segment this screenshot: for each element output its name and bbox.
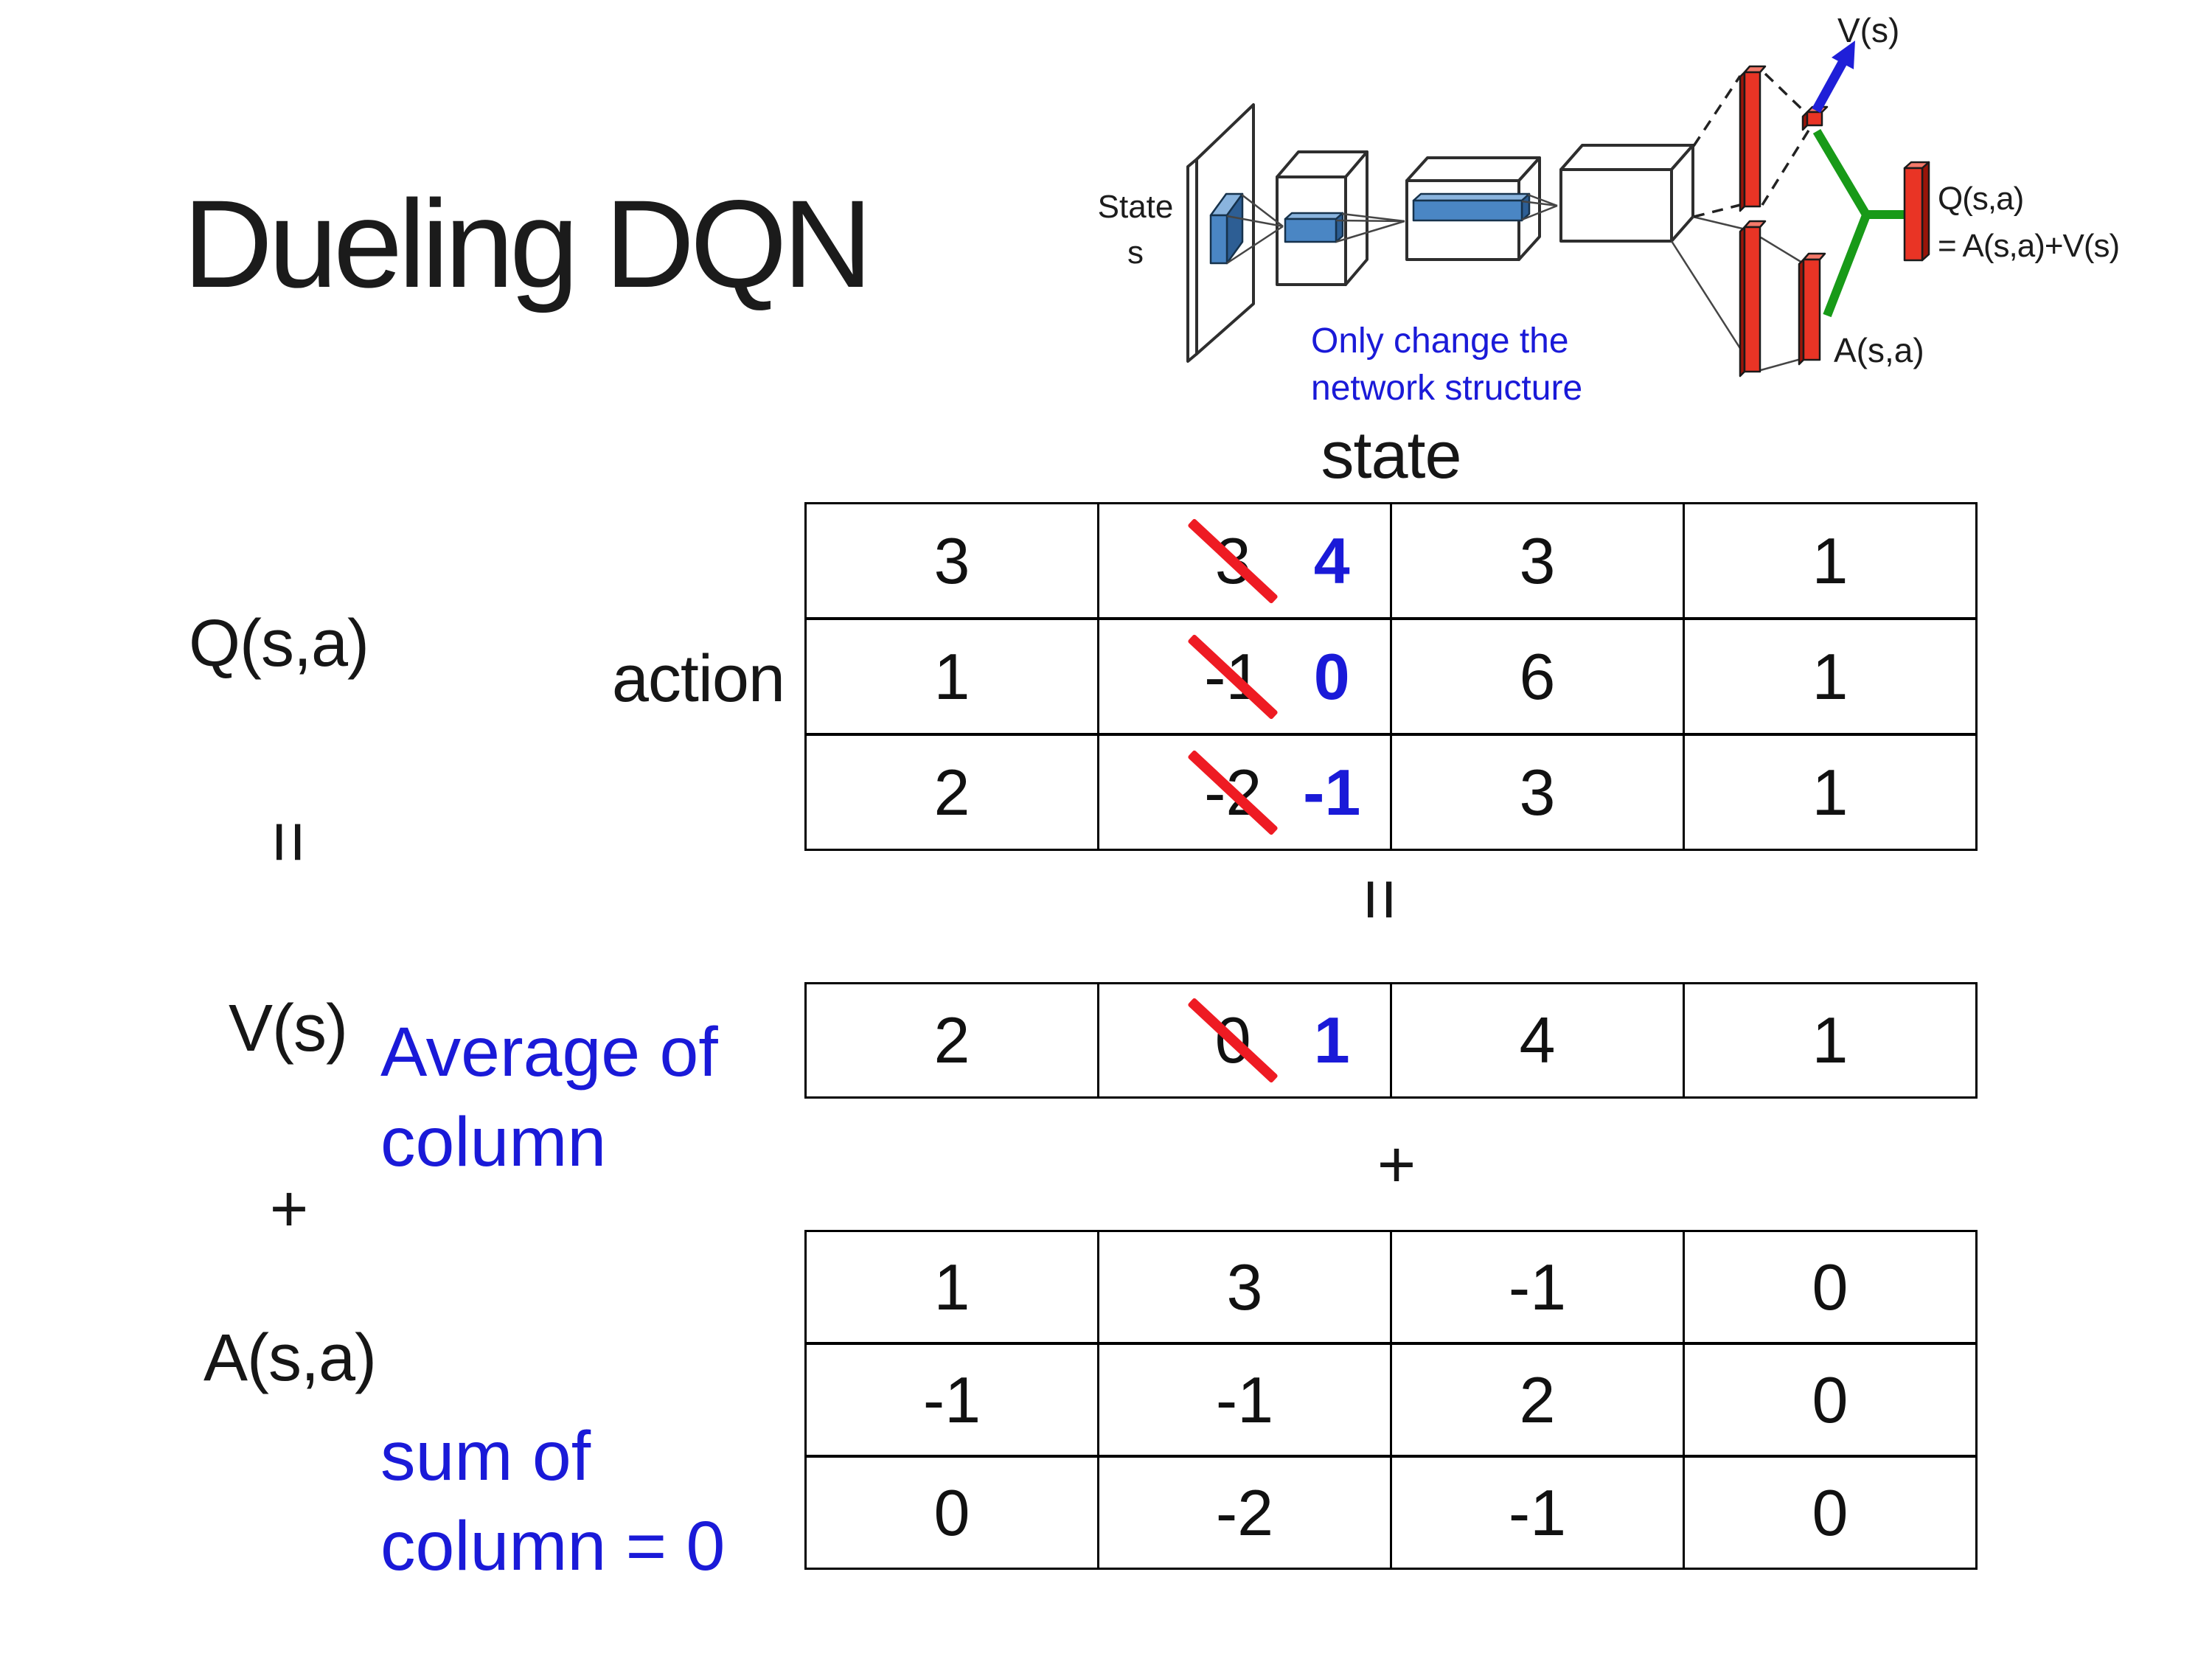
- v-cell-c1-new-value: 1: [1313, 1004, 1350, 1077]
- diagram-q-output-label: Q(s,a) = A(s,a)+V(s): [1938, 175, 2120, 270]
- q-matrix-label: Q(s,a): [189, 607, 369, 681]
- diagram-q-line2: = A(s,a)+V(s): [1938, 227, 2120, 264]
- a-cell-r2c1: -2: [1097, 1458, 1390, 1568]
- fc-bar-bottom: [1739, 220, 1767, 378]
- diagram-state-input-label: State s: [1068, 184, 1203, 276]
- page-title: Dueling DQN: [183, 174, 873, 313]
- q-cell-r2c1-new-value: -1: [1303, 755, 1361, 829]
- equals-sign-left: =: [248, 820, 331, 864]
- q-cell-r0c0: 3: [933, 524, 970, 597]
- diagram-a-output-label: A(s,a): [1834, 331, 1924, 369]
- sum-note-line1: sum of: [380, 1417, 591, 1495]
- action-axis-label: action: [611, 642, 785, 716]
- a-cell-r1c1: -1: [1097, 1345, 1390, 1455]
- diagram-note-line2: network structure: [1311, 368, 1583, 408]
- diagram-q-line1: Q(s,a): [1938, 181, 2024, 217]
- q-cell-r2c3: 1: [1683, 736, 1975, 849]
- q-cell-r1c1-new-value: 0: [1313, 639, 1350, 713]
- q-cell-r0c1-corrected: 3 4: [1097, 504, 1390, 617]
- v-cell-c3: 1: [1683, 984, 1975, 1096]
- q-table-row-2: 2 -2 -1 3 1: [807, 733, 1975, 849]
- v-table-row-0: 2 0 1 4 1: [807, 984, 1975, 1096]
- advantage-node-bar: [1798, 252, 1826, 366]
- diagram-blue-note: Only change the network structure: [1311, 318, 1582, 412]
- a-cell-r1c0: -1: [922, 1363, 981, 1436]
- equals-sign-center: =: [1339, 877, 1422, 922]
- value-node-box: [1801, 105, 1829, 131]
- v-cell-c1-corrected: 0 1: [1097, 984, 1390, 1096]
- a-cell-r0c0: 1: [933, 1250, 970, 1324]
- a-cell-r0c3: 0: [1683, 1232, 1975, 1342]
- advantage-table: 1 3 -1 0 -1 -1 2 0 0 -2 -1 0: [804, 1230, 1978, 1570]
- a-cell-r1c2: 2: [1390, 1345, 1683, 1455]
- conv-box-2: [1405, 156, 1541, 261]
- v-output-arrow-icon: [1812, 41, 1855, 114]
- q-cell-r0c1-new-value: 4: [1313, 524, 1350, 597]
- avg-note-line1: Average of: [380, 1013, 718, 1091]
- feature-slab-long: [1412, 192, 1531, 222]
- a-cell-r0c1: 3: [1097, 1232, 1390, 1342]
- feature-slab-input: [1209, 192, 1244, 265]
- q-output-bar: [1903, 161, 1930, 262]
- q-cell-r1c3: 1: [1683, 620, 1975, 733]
- avg-note-line2: column: [380, 1102, 607, 1181]
- plus-sign-center: +: [1377, 1127, 1416, 1202]
- q-cell-r2c0: 2: [933, 755, 970, 829]
- q-table-row-1: 1 -1 0 6 1: [807, 617, 1975, 733]
- diagram-v-output-label: V(s): [1837, 11, 1900, 49]
- v-value-table: 2 0 1 4 1: [804, 982, 1978, 1099]
- q-cell-r2c1-corrected: -2 -1: [1097, 736, 1390, 849]
- diagram-state-line1: State: [1097, 189, 1174, 225]
- q-cell-r0c3: 1: [1683, 504, 1975, 617]
- conv-box-3: [1559, 144, 1694, 243]
- a-table-row-0: 1 3 -1 0: [807, 1232, 1975, 1342]
- feature-slab-mid: [1284, 212, 1344, 243]
- a-table-row-1: -1 -1 2 0: [807, 1342, 1975, 1455]
- q-table-row-0: 3 3 4 3 1: [807, 504, 1975, 617]
- aggregation-connector: [1812, 128, 1906, 318]
- q-cell-r0c2: 3: [1390, 504, 1683, 617]
- v-matrix-label: V(s): [229, 992, 348, 1065]
- v-cell-c2: 4: [1390, 984, 1683, 1096]
- q-value-table: 3 3 4 3 1 1 -1 0 6 1 2 -2 -1: [804, 502, 1978, 851]
- fc-bar-top: [1739, 65, 1767, 212]
- sum-note-line2: column = 0: [380, 1506, 726, 1585]
- q-cell-r1c1-corrected: -1 0: [1097, 620, 1390, 733]
- a-cell-r2c2: -1: [1390, 1458, 1683, 1568]
- sum-of-column-note: sum of column = 0: [380, 1412, 725, 1591]
- a-matrix-label: A(s,a): [204, 1321, 377, 1395]
- a-table-row-2: 0 -2 -1 0: [807, 1455, 1975, 1568]
- conv-box-1: [1276, 150, 1368, 286]
- average-of-column-note: Average of column: [380, 1008, 718, 1187]
- a-cell-r1c3: 0: [1683, 1345, 1975, 1455]
- v-cell-c0: 2: [933, 1004, 970, 1077]
- q-cell-r1c2: 6: [1390, 620, 1683, 733]
- v-stream-dashed-lines: [1692, 72, 1812, 218]
- plus-sign-left: +: [269, 1172, 309, 1246]
- q-cell-r1c0: 1: [933, 639, 970, 713]
- a-cell-r2c3: 0: [1683, 1458, 1975, 1568]
- a-cell-r0c2: -1: [1390, 1232, 1683, 1342]
- state-axis-label: state: [1321, 419, 1461, 493]
- a-cell-r2c0: 0: [933, 1475, 970, 1549]
- diagram-state-line2: s: [1127, 234, 1144, 271]
- diagram-note-line1: Only change the: [1311, 321, 1569, 361]
- q-cell-r2c2: 3: [1390, 736, 1683, 849]
